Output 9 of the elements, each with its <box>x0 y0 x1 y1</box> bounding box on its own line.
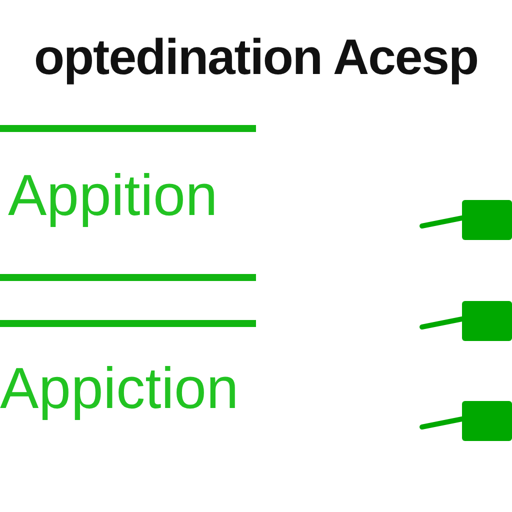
connector-line <box>420 416 464 430</box>
block-shape <box>462 200 512 240</box>
label-text: Appiction <box>0 355 239 422</box>
block-shape <box>462 401 512 441</box>
connector-line <box>420 316 464 330</box>
title: optedination Acesp <box>32 28 480 86</box>
block-shape <box>462 301 512 341</box>
label-text: Appition <box>8 162 218 229</box>
connector-line <box>420 216 464 228</box>
